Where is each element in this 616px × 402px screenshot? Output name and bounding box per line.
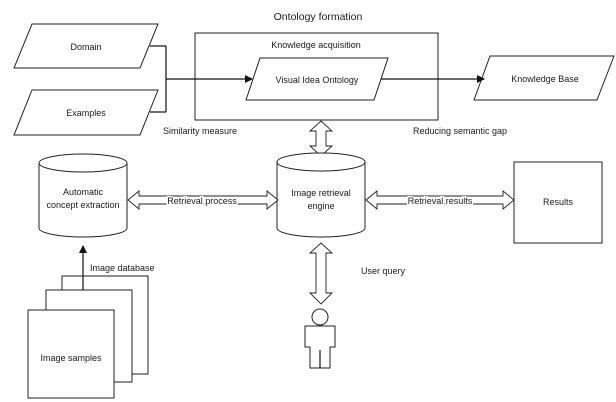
merge-connector <box>150 45 253 113</box>
acquisition-engine-double-arrow <box>308 120 334 157</box>
user-query-label: User query <box>361 266 406 276</box>
knowledge-acquisition-label: Knowledge acquisition <box>271 40 361 50</box>
visual-idea-ontology-label: Visual Idea Ontology <box>276 75 359 85</box>
knowledge-base-label: Knowledge Base <box>511 74 579 84</box>
image-samples-stack: Image samples <box>27 275 149 399</box>
image-database-label: Image database <box>90 263 155 273</box>
image-retrieval-engine-label-line2: engine <box>307 201 334 211</box>
domain-node: Domain <box>13 23 159 69</box>
image-samples-label: Image samples <box>40 353 102 363</box>
concept-extraction-node: Automatic concept extraction <box>38 153 128 238</box>
retrieval-results-label: Retrieval results <box>408 196 473 206</box>
user-query-double-arrow <box>308 242 334 305</box>
results-node: Results <box>513 161 603 244</box>
similarity-measure-label: Similarity measure <box>163 126 237 136</box>
image-retrieval-engine-label-line1: Image retrieval <box>291 188 351 198</box>
concept-extraction-label-line2: concept extraction <box>46 200 119 210</box>
diagram-title: Ontology formation <box>274 11 363 23</box>
results-label: Results <box>543 197 574 207</box>
retrieval-process-double-arrow <box>127 190 279 210</box>
examples-node: Examples <box>13 89 159 136</box>
concept-extraction-label-line1: Automatic <box>63 187 104 197</box>
user-icon <box>304 308 336 369</box>
reducing-semantic-gap-label: Reducing semantic gap <box>413 126 507 136</box>
visual-idea-ontology-node: Visual Idea Ontology <box>245 57 389 101</box>
examples-label: Examples <box>66 108 106 118</box>
image-retrieval-engine-node: Image retrieval engine <box>276 152 366 238</box>
domain-label: Domain <box>70 42 101 52</box>
knowledge-base-node: Knowledge Base <box>473 55 615 101</box>
retrieval-results-double-arrow <box>365 190 515 210</box>
retrieval-process-label: Retrieval process <box>167 196 237 206</box>
